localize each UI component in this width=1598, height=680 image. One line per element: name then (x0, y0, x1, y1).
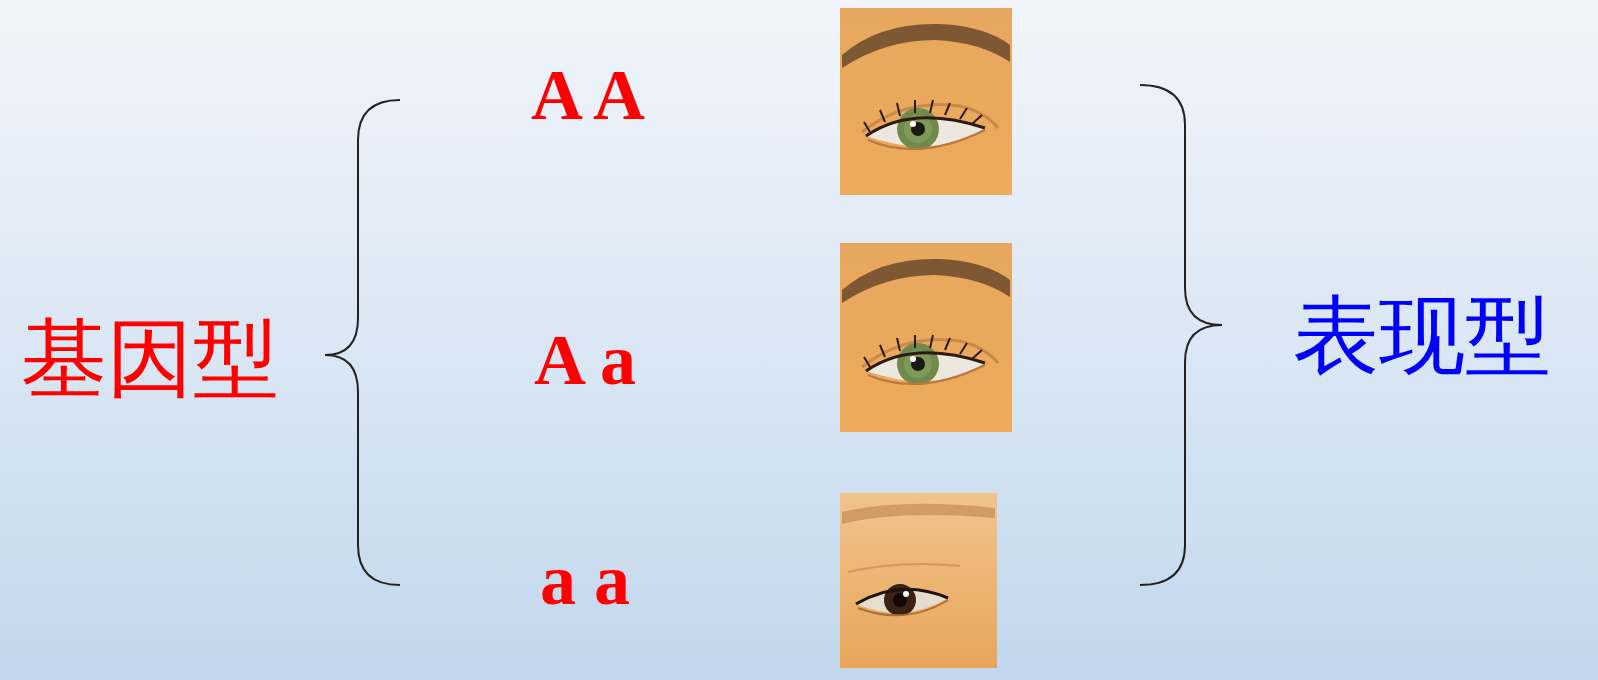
genotype-label: a a (540, 544, 630, 616)
brown-eye-photo (840, 493, 997, 668)
right-brace (1140, 85, 1222, 585)
phenotype-heading: 表现型 (1293, 292, 1551, 378)
left-brace (325, 100, 400, 585)
genotype-label: A a (534, 324, 636, 396)
genotype-label: A A (531, 59, 645, 131)
green-eye-photo (840, 243, 1012, 432)
genotype-heading: 基因型 (21, 315, 279, 401)
green-eye-photo (840, 8, 1012, 195)
